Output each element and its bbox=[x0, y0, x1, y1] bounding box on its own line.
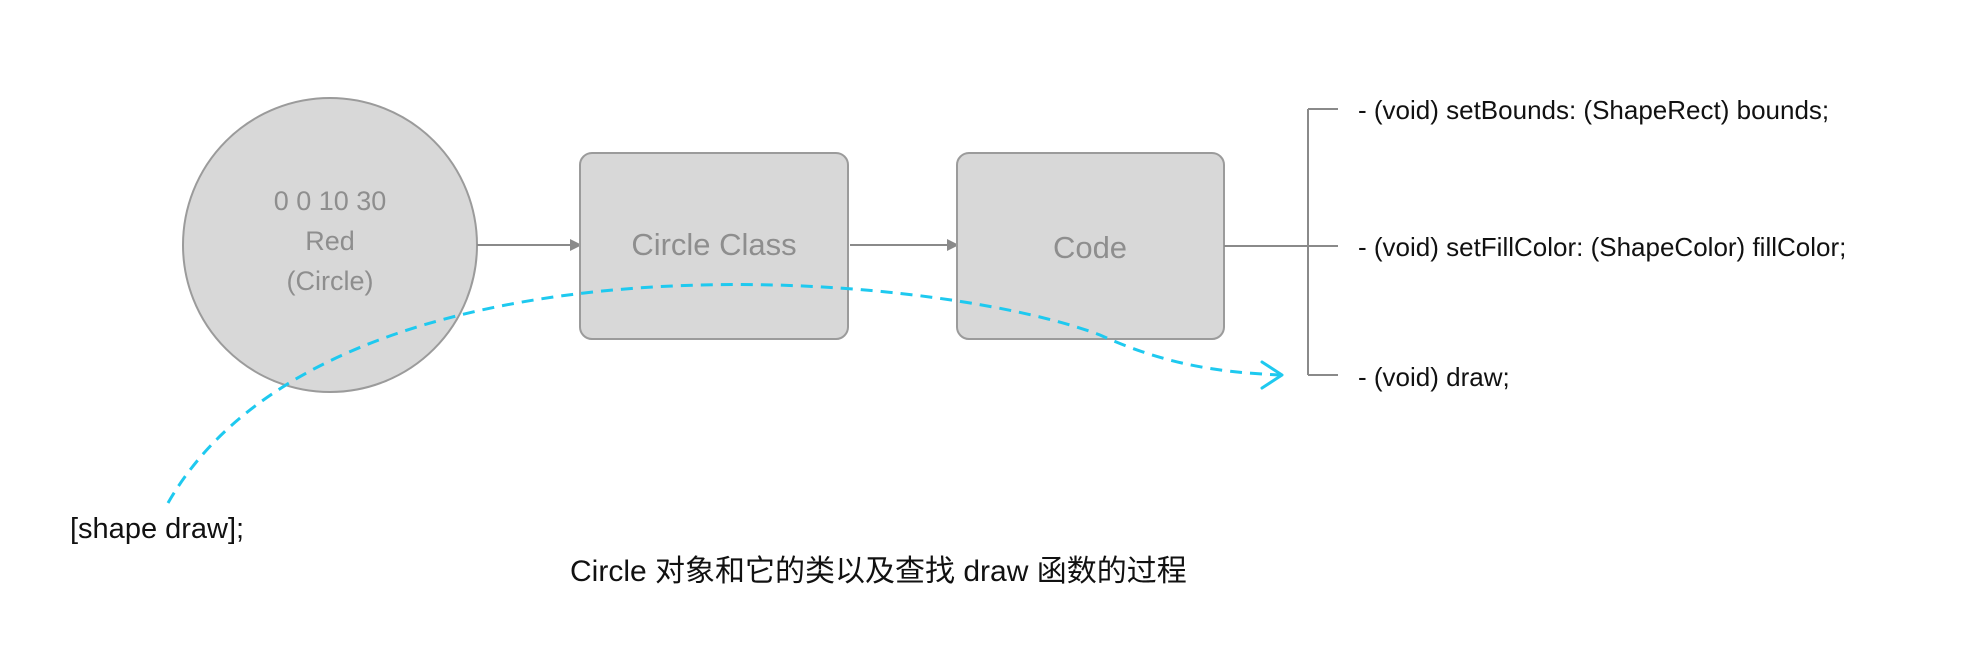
method-bracket bbox=[1224, 108, 1338, 376]
object-type-text: (Circle) bbox=[287, 266, 374, 296]
message-call-text: [shape draw]; bbox=[70, 513, 244, 545]
dispatch-path bbox=[166, 283, 1281, 504]
method-list: - (void) setBounds: (ShapeRect) bounds; … bbox=[1358, 95, 1846, 392]
code-node: Code bbox=[956, 152, 1225, 340]
method-set-fill-color: - (void) setFillColor: (ShapeColor) fill… bbox=[1358, 232, 1846, 262]
method-set-bounds: - (void) setBounds: (ShapeRect) bounds; bbox=[1358, 95, 1829, 125]
code-label: Code bbox=[1053, 230, 1127, 265]
object-color-text: Red bbox=[305, 226, 355, 256]
circle-class-box bbox=[579, 152, 849, 340]
circle-class-label: Circle Class bbox=[631, 227, 796, 262]
circle-object-node: 0 0 10 30 Red (Circle) bbox=[182, 97, 478, 393]
circle-class-node: Circle Class bbox=[579, 152, 849, 340]
diagram-caption: Circle 对象和它的类以及查找 draw 函数的过程 bbox=[570, 555, 1187, 588]
object-values-text: 0 0 10 30 bbox=[274, 186, 387, 216]
method-draw: - (void) draw; bbox=[1358, 362, 1510, 392]
dispatch-path-arrowhead bbox=[1260, 360, 1284, 390]
